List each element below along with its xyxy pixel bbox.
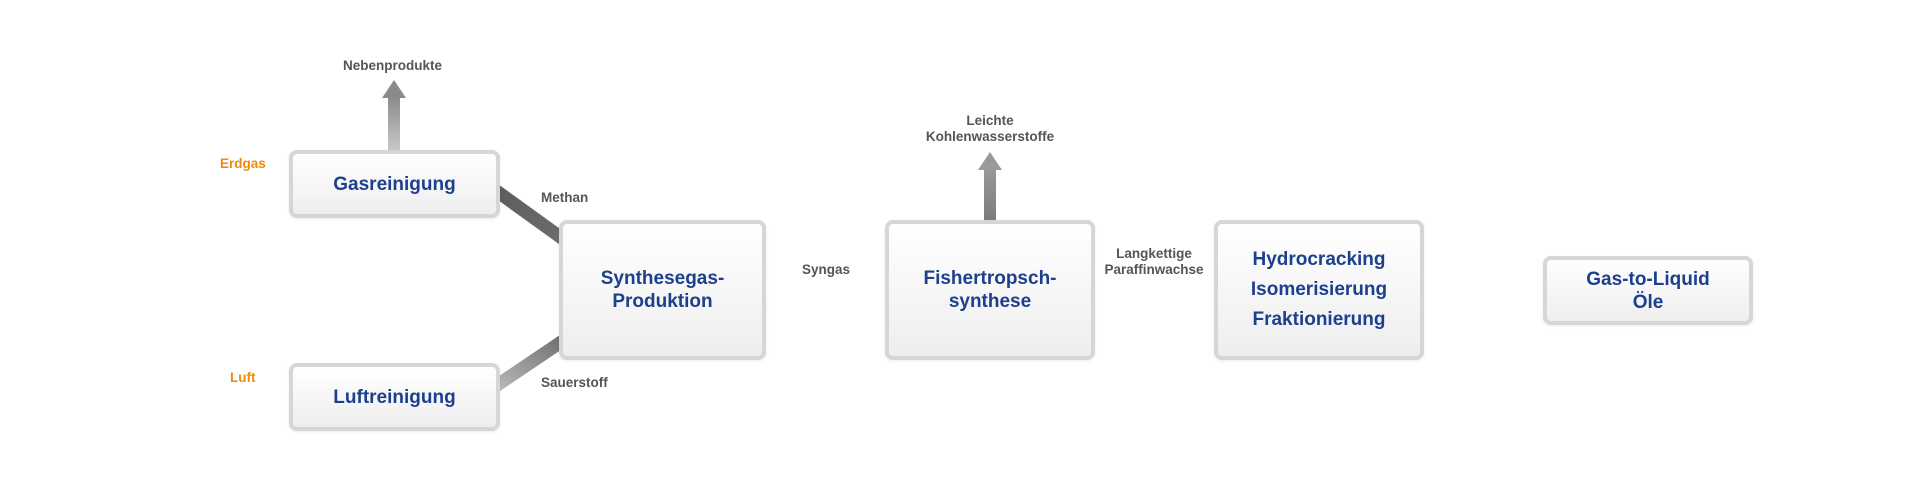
luftreinigung-text: Luftreinigung <box>333 386 456 408</box>
leichte-kw-arrow <box>978 152 1002 226</box>
langkettige-line-1: Langkettige <box>1116 246 1192 261</box>
gasreinigung-box: Gasreinigung <box>289 150 500 218</box>
luftreinigung-box: Luftreinigung <box>289 363 500 431</box>
syngas-label: Syngas <box>802 262 851 277</box>
nebenprodukte-label: Nebenprodukte <box>343 58 443 73</box>
hydro-box: Hydrocracking Isomerisierung Fraktionier… <box>1214 220 1424 360</box>
nebenprodukte-arrow <box>382 80 406 154</box>
leichte-kw-label: Leichte Kohlenwasserstoffe <box>924 113 1056 145</box>
sauerstoff-label: Sauerstoff <box>541 375 608 390</box>
fischer-tropsch-line-2: synthese <box>948 291 1032 312</box>
fischer-tropsch-box: Fishertropsch- synthese <box>885 220 1095 360</box>
erdgas-label: Erdgas <box>220 156 266 171</box>
leichte-kw-line-1: Leichte <box>966 113 1014 128</box>
methan-label: Methan <box>541 190 589 205</box>
synthesegas-box: Synthesegas- Produktion <box>559 220 766 360</box>
gtl-line-2: Öle <box>1632 291 1664 313</box>
isomerisierung-text: Isomerisierung <box>1250 279 1388 300</box>
fraktionierung-text: Fraktionierung <box>1252 309 1386 330</box>
fischer-tropsch-line-1: Fishertropsch- <box>923 268 1057 289</box>
luft-label: Luft <box>230 370 256 385</box>
gtl-line-1: Gas-to-Liquid <box>1586 268 1710 290</box>
synthesegas-line-2: Produktion <box>612 291 713 312</box>
langkettige-line-2: Paraffinwachse <box>1104 262 1204 277</box>
synthesegas-line-1: Synthesegas- <box>600 268 725 289</box>
gasreinigung-text: Gasreinigung <box>333 173 456 195</box>
leichte-kw-line-2: Kohlenwasserstoffe <box>925 129 1055 144</box>
langkettige-label: Langkettige Paraffinwachse <box>1098 246 1210 278</box>
hydrocracking-text: Hydrocracking <box>1252 249 1386 270</box>
gtl-box: Gas-to-Liquid Öle <box>1543 256 1753 325</box>
